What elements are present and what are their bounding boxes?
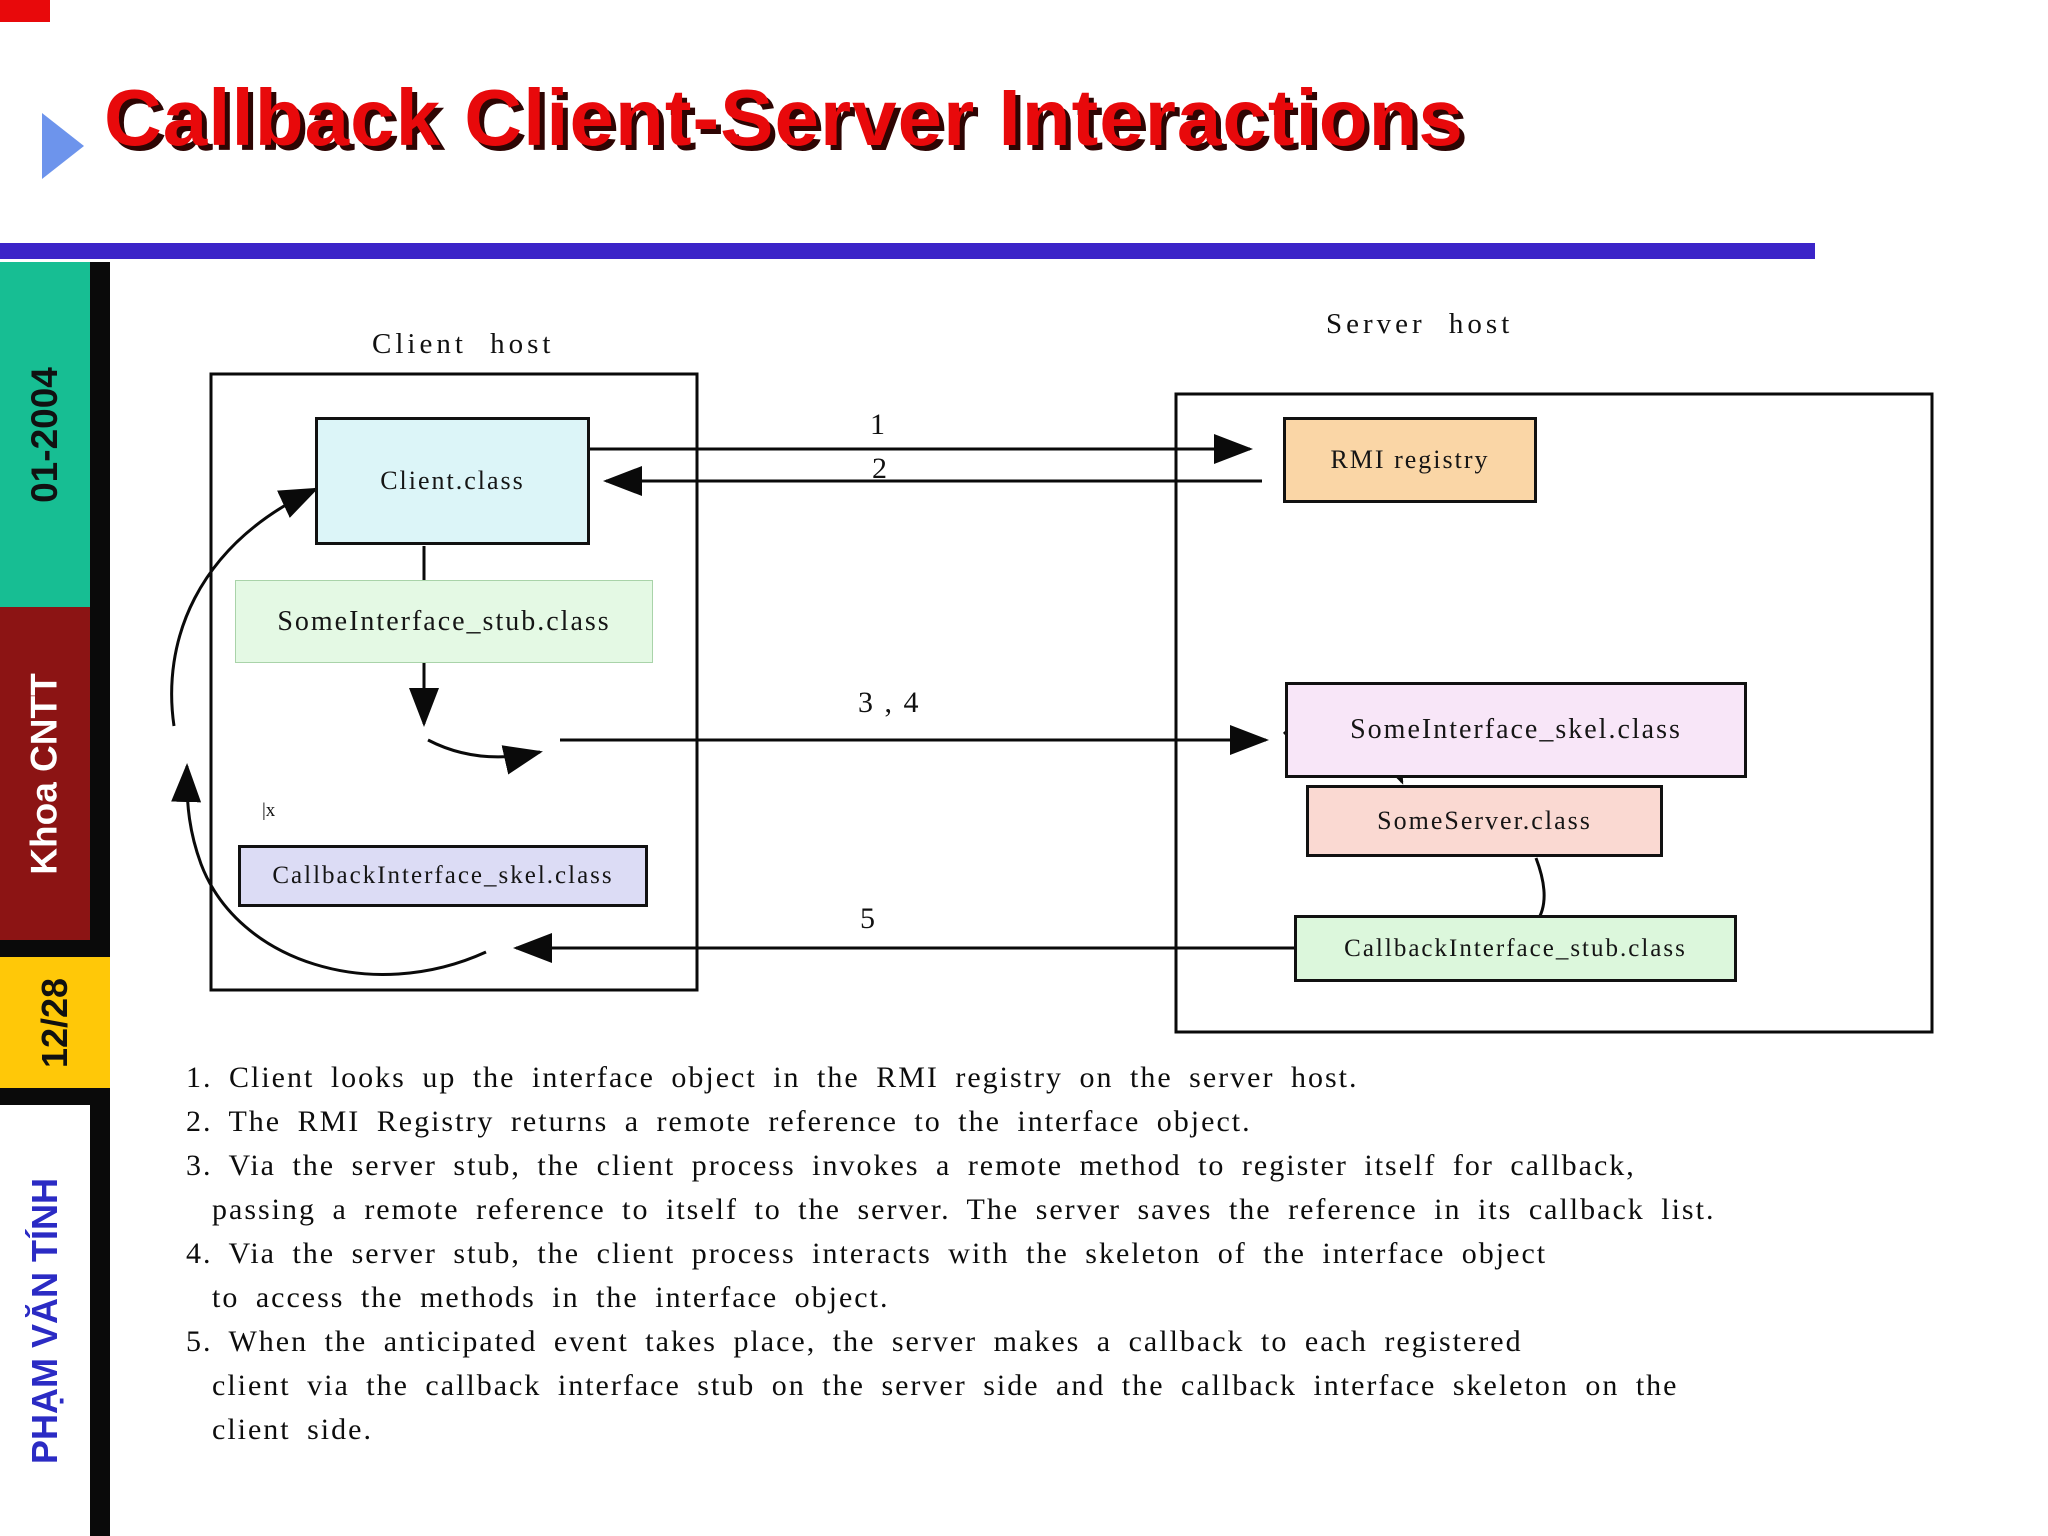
arrow-label-2: 2 bbox=[872, 452, 889, 485]
note-line: client side. bbox=[212, 1413, 373, 1446]
client-stub-box: SomeInterface_stub.class bbox=[235, 580, 653, 663]
note-line: 4. Via the server stub, the client proce… bbox=[186, 1237, 1548, 1270]
note-line: 1. Client looks up the interface object … bbox=[186, 1061, 1359, 1094]
sidebar-divider bbox=[0, 940, 110, 957]
server-class-label: SomeServer.class bbox=[1377, 806, 1592, 835]
client-callback-skel-label: CallbackInterface_skel.class bbox=[272, 862, 614, 889]
note-line: to access the methods in the interface o… bbox=[212, 1281, 890, 1314]
client-callback-skel-box: CallbackInterface_skel.class bbox=[238, 845, 648, 907]
title-rule bbox=[0, 243, 1815, 259]
sidebar-department-segment: Khoa CNTT bbox=[0, 607, 90, 940]
corner-accent bbox=[0, 0, 50, 22]
arrow-label-5: 5 bbox=[860, 902, 877, 935]
rmi-registry-label: RMI registry bbox=[1330, 445, 1490, 474]
client-host-label: Client host bbox=[372, 328, 555, 360]
rmi-registry-box: RMI registry bbox=[1283, 417, 1537, 503]
sidebar-page-segment: 12/28 bbox=[0, 957, 110, 1088]
sidebar-stripe bbox=[90, 262, 110, 1536]
server-host-label: Server host bbox=[1326, 308, 1514, 340]
note-line: 2. The RMI Registry returns a remote ref… bbox=[186, 1105, 1252, 1138]
sidebar-date-segment: 01-2004 bbox=[0, 262, 90, 607]
page-title: Callback Client-Server Interactions bbox=[104, 73, 1464, 162]
server-callback-stub-label: CallbackInterface_stub.class bbox=[1344, 934, 1687, 962]
arrow-label-1: 1 bbox=[870, 408, 887, 441]
client-class-label: Client.class bbox=[380, 466, 525, 495]
server-skel-label: SomeInterface_skel.class bbox=[1350, 714, 1682, 745]
server-skel-box: SomeInterface_skel.class bbox=[1285, 682, 1747, 778]
server-class-box: SomeServer.class bbox=[1306, 785, 1663, 857]
sidebar-divider bbox=[0, 1088, 110, 1105]
arrow-label-3-4: 3 , 4 bbox=[858, 686, 921, 719]
notes-block: 1. Client looks up the interface object … bbox=[186, 1056, 1906, 1452]
sidebar-author-segment: PHẠM VĂN TÍNH bbox=[0, 1105, 90, 1536]
server-callback-stub-box: CallbackInterface_stub.class bbox=[1294, 915, 1737, 982]
note-line: 5. When the anticipated event takes plac… bbox=[186, 1325, 1523, 1358]
stray-mark: |x bbox=[262, 800, 276, 821]
title-bullet-icon bbox=[42, 113, 84, 179]
note-line: 3. Via the server stub, the client proce… bbox=[186, 1149, 1636, 1182]
note-line: passing a remote reference to itself to … bbox=[212, 1193, 1716, 1226]
note-line: client via the callback interface stub o… bbox=[212, 1369, 1679, 1402]
client-class-box: Client.class bbox=[315, 417, 590, 545]
client-stub-label: SomeInterface_stub.class bbox=[277, 605, 611, 637]
